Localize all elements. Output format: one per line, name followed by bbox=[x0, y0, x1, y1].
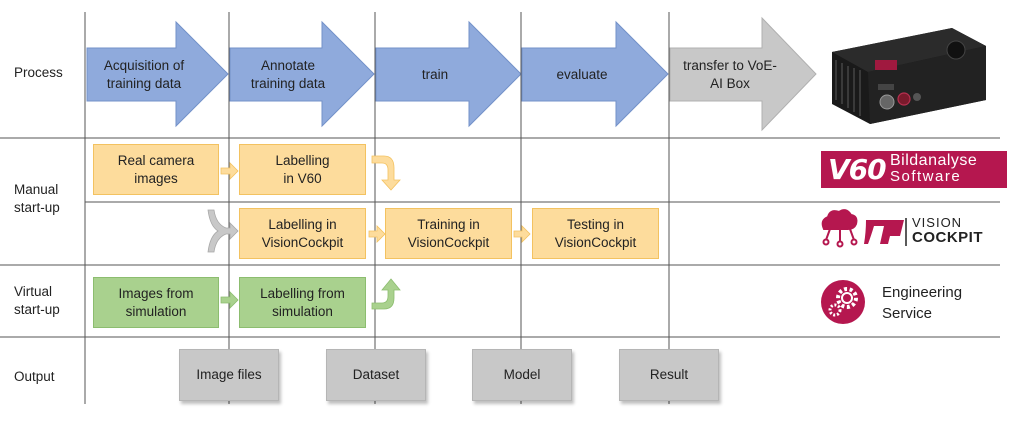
process-step-acquisition-label: Acquisition of training data bbox=[103, 57, 185, 91]
visioncockpit-logo bbox=[821, 209, 907, 248]
green-right-arrow bbox=[220, 291, 239, 309]
v60-logo bbox=[821, 151, 1007, 188]
process-arrows bbox=[86, 16, 817, 132]
vc-mark-icon bbox=[864, 220, 904, 244]
process-step-annotate-label: Annotate training data bbox=[250, 57, 326, 91]
green-bent-arrow bbox=[371, 278, 401, 310]
images-from-simulation-box: Images from simulation bbox=[93, 277, 219, 328]
flow-connectors bbox=[207, 155, 531, 310]
process-arrow-acquisition bbox=[86, 20, 229, 128]
grey-merge-arrow bbox=[207, 209, 239, 253]
column-lines bbox=[84, 12, 670, 404]
yellow-bent-arrow bbox=[371, 155, 401, 191]
yellow-right-arrow bbox=[368, 225, 386, 243]
gear-icon bbox=[821, 280, 865, 324]
real-camera-images-box: Real camera images bbox=[93, 144, 219, 195]
training-visioncockpit-box: Training in VisionCockpit bbox=[385, 208, 512, 259]
process-step-evaluate-label: evaluate bbox=[556, 66, 608, 82]
v60-logo-mark: V60 bbox=[828, 153, 887, 186]
cloud-network-icon bbox=[821, 209, 858, 248]
row-label-manual: Manual start-up bbox=[14, 182, 60, 215]
ai-box-device-image bbox=[832, 28, 986, 124]
v60-logo-line1: Bildanalyse bbox=[890, 152, 978, 169]
process-arrow-transfer bbox=[669, 16, 817, 132]
process-step-transfer-label: transfer to VoE- AI Box bbox=[683, 57, 777, 91]
testing-visioncockpit-box: Testing in VisionCockpit bbox=[532, 208, 659, 259]
process-arrow-train bbox=[375, 20, 522, 128]
process-arrow-annotate bbox=[229, 20, 375, 128]
labelling-v60-box: Labelling in V60 bbox=[239, 144, 366, 195]
row-label-process: Process bbox=[14, 65, 63, 80]
output-image-files-box: Image files bbox=[179, 349, 279, 401]
output-result-box: Result bbox=[619, 349, 719, 401]
row-separators bbox=[0, 137, 1000, 338]
visioncockpit-word-vision: VISION bbox=[912, 215, 963, 230]
row-label-output: Output bbox=[14, 369, 55, 384]
output-model-box: Model bbox=[472, 349, 572, 401]
row-label-virtual: Virtual start-up bbox=[14, 284, 60, 317]
yellow-right-arrow bbox=[513, 225, 531, 243]
engineering-service-label: Engineering Service bbox=[882, 284, 963, 322]
process-step-train-label: train bbox=[421, 66, 449, 82]
visioncockpit-word-cockpit: COCKPIT bbox=[912, 229, 983, 246]
labelling-from-simulation-box: Labelling from simulation bbox=[239, 277, 366, 328]
labelling-visioncockpit-box: Labelling in VisionCockpit bbox=[239, 208, 366, 259]
v60-logo-line2: Software bbox=[890, 168, 962, 185]
process-arrow-evaluate bbox=[521, 20, 669, 128]
output-dataset-box: Dataset bbox=[326, 349, 426, 401]
yellow-right-arrow bbox=[220, 162, 239, 180]
